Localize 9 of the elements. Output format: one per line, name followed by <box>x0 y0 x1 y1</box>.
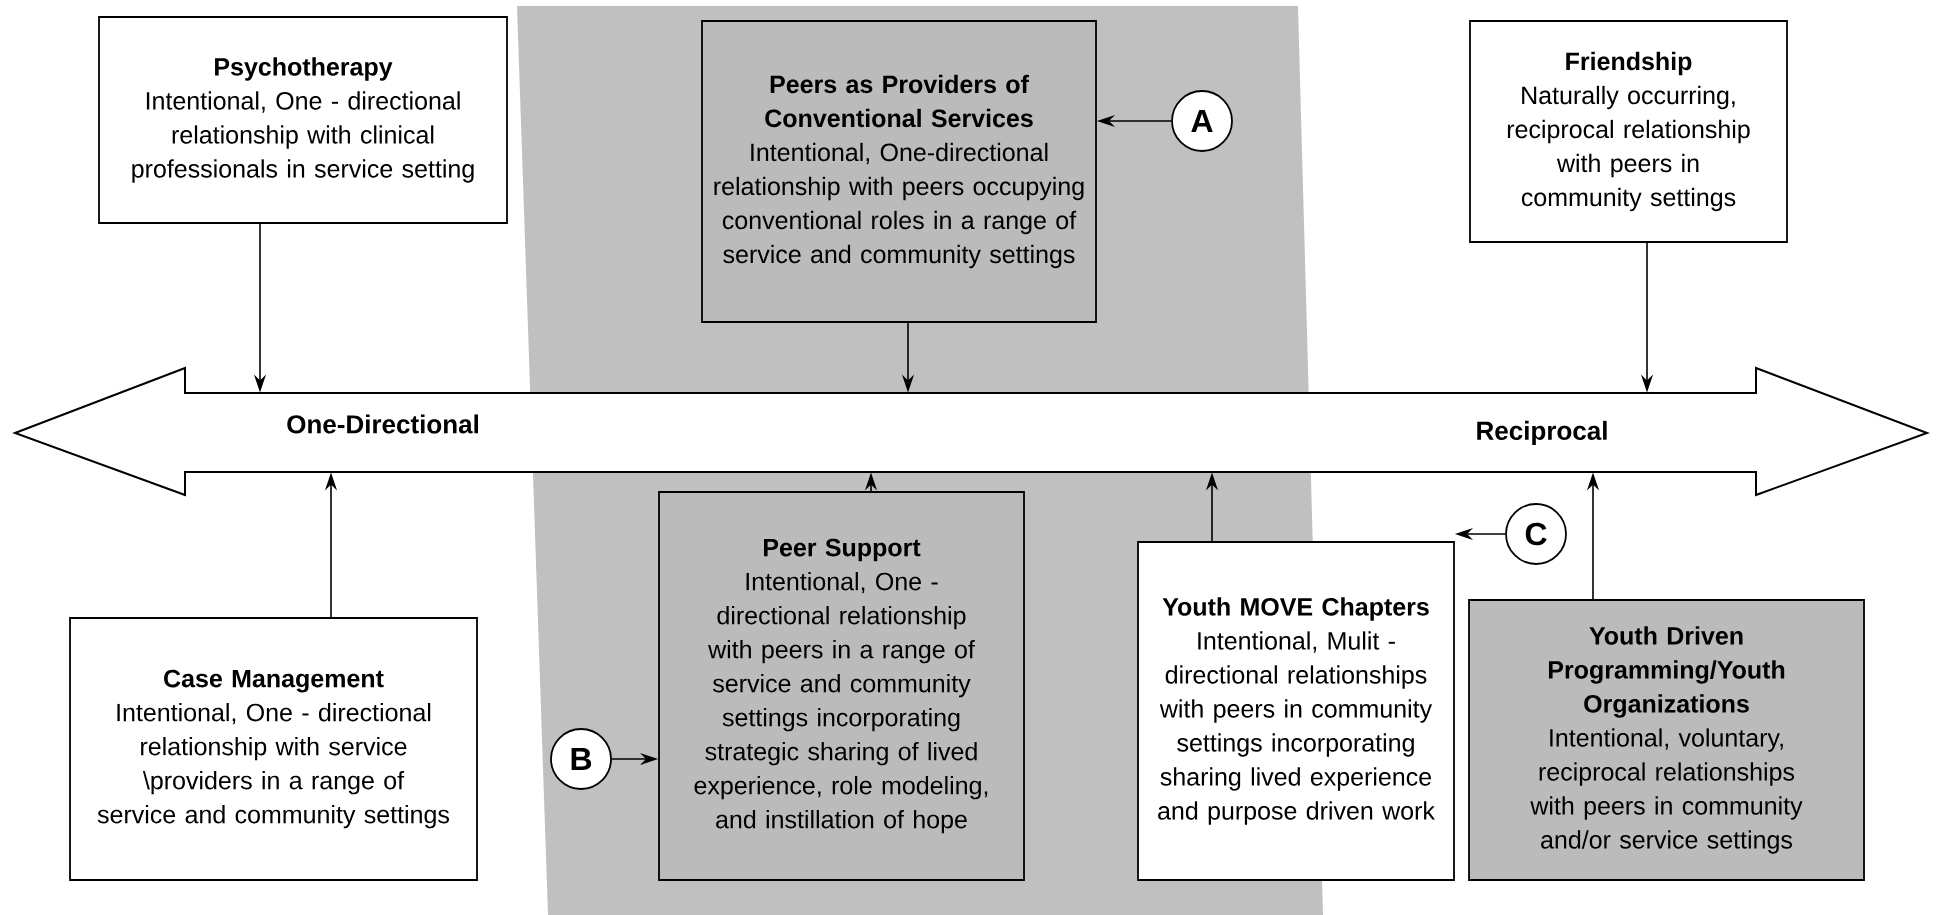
arrow-label: Reciprocal <box>1477 420 1607 446</box>
text-box: Case Management Intentional, One - directional relationship with service \providers in a range of service and community settings <box>69 617 478 881</box>
text-box: Peer Support Intentional, One - directional relationship with peers in a range of service and community settings incorporating strategic sharing of lived experience, role modeling, and instillation of hope <box>658 491 1025 881</box>
arrow-label: One-Directional <box>287 414 478 434</box>
text-box: Psychotherapy Intentional, One - directional relationship with clinical professionals in service setting <box>98 16 508 224</box>
text-box: Friendship Naturally occurring, reciprocal relationship with peers in community settings <box>1469 20 1788 243</box>
text-box: Youth Driven Programming/Youth Organizations Intentional, voluntary, reciprocal relationships with peers in community and/or service settings <box>1468 599 1865 881</box>
text-box: Youth MOVE Chapters Intentional, Mulit - directional relationships with peers in community settings incorporating sharing lived experience and purpose driven work <box>1137 541 1455 881</box>
text-box: Peers as Providers of Conventional Services Intentional, One-directional relationship with peers occupying conventional roles in a range of service and community settings <box>701 20 1097 323</box>
